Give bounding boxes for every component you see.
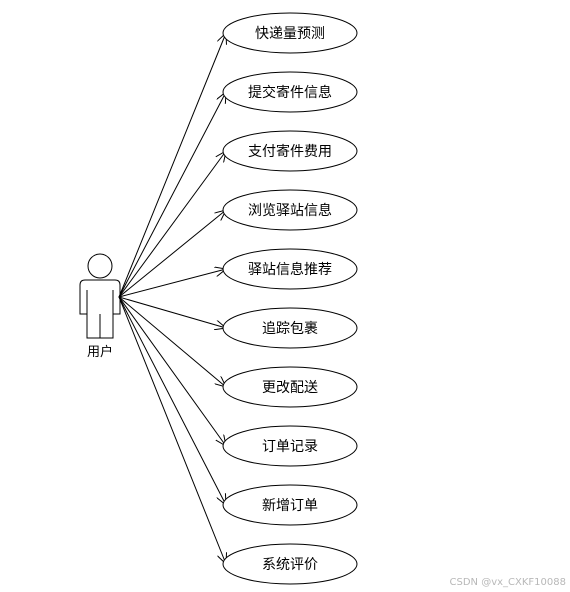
- association-arrow-10: [118, 296, 226, 564]
- actor-body: [79, 279, 121, 339]
- association-arrow-6: [118, 296, 226, 328]
- association-arrow-7: [118, 296, 226, 387]
- use-case-3-ellipse: [222, 130, 358, 172]
- use-case-5-ellipse: [222, 248, 358, 290]
- association-arrow-3: [118, 151, 226, 298]
- use-case-9-ellipse: [222, 484, 358, 526]
- use-case-1: 快递量预测: [222, 12, 358, 54]
- use-case-8-label: 订单记录: [262, 439, 318, 455]
- use-case-3-label: 支付寄件费用: [248, 143, 332, 160]
- use-case-4-label: 浏览驿站信息: [248, 202, 332, 219]
- watermark: CSDN @vx_CXKF10088: [450, 577, 566, 588]
- association-arrow-8: [118, 296, 226, 446]
- use-case-5-label: 驿站信息推荐: [248, 261, 332, 278]
- use-case-2: 提交寄件信息: [222, 71, 358, 113]
- actor-label: 用户: [87, 344, 113, 360]
- use-case-7-ellipse: [222, 366, 358, 408]
- use-case-1-label: 快递量预测: [255, 26, 325, 42]
- use-case-9: 新增订单: [222, 484, 358, 526]
- use-case-10-label: 系统评价: [262, 557, 318, 573]
- use-case-8: 订单记录: [222, 425, 358, 467]
- use-case-10-ellipse: [222, 543, 358, 585]
- actor-head: [87, 253, 113, 279]
- use-case-3: 支付寄件费用: [222, 130, 358, 172]
- use-case-1-ellipse: [222, 12, 358, 54]
- association-arrow-5: [118, 269, 226, 298]
- use-case-6-label: 追踪包裹: [262, 321, 318, 337]
- association-arrow-9: [118, 296, 226, 505]
- use-case-7: 更改配送: [222, 366, 358, 408]
- association-arrow-4: [118, 210, 226, 298]
- use-case-7-label: 更改配送: [262, 380, 318, 396]
- association-arrow-1: [118, 33, 226, 298]
- actor-figure: [79, 253, 121, 339]
- use-case-5: 驿站信息推荐: [222, 248, 358, 290]
- association-lines: [118, 33, 226, 564]
- use-case-6-ellipse: [222, 307, 358, 349]
- use-cases: 快递量预测提交寄件信息支付寄件费用浏览驿站信息驿站信息推荐追踪包裹更改配送订单记…: [222, 12, 358, 585]
- use-case-9-label: 新增订单: [262, 498, 318, 514]
- use-case-2-ellipse: [222, 71, 358, 113]
- use-case-6: 追踪包裹: [222, 307, 358, 349]
- association-arrow-2: [118, 92, 226, 298]
- use-case-4-ellipse: [222, 189, 358, 231]
- use-case-2-label: 提交寄件信息: [248, 84, 332, 101]
- use-case-4: 浏览驿站信息: [222, 189, 358, 231]
- use-case-8-ellipse: [222, 425, 358, 467]
- use-case-10: 系统评价: [222, 543, 358, 585]
